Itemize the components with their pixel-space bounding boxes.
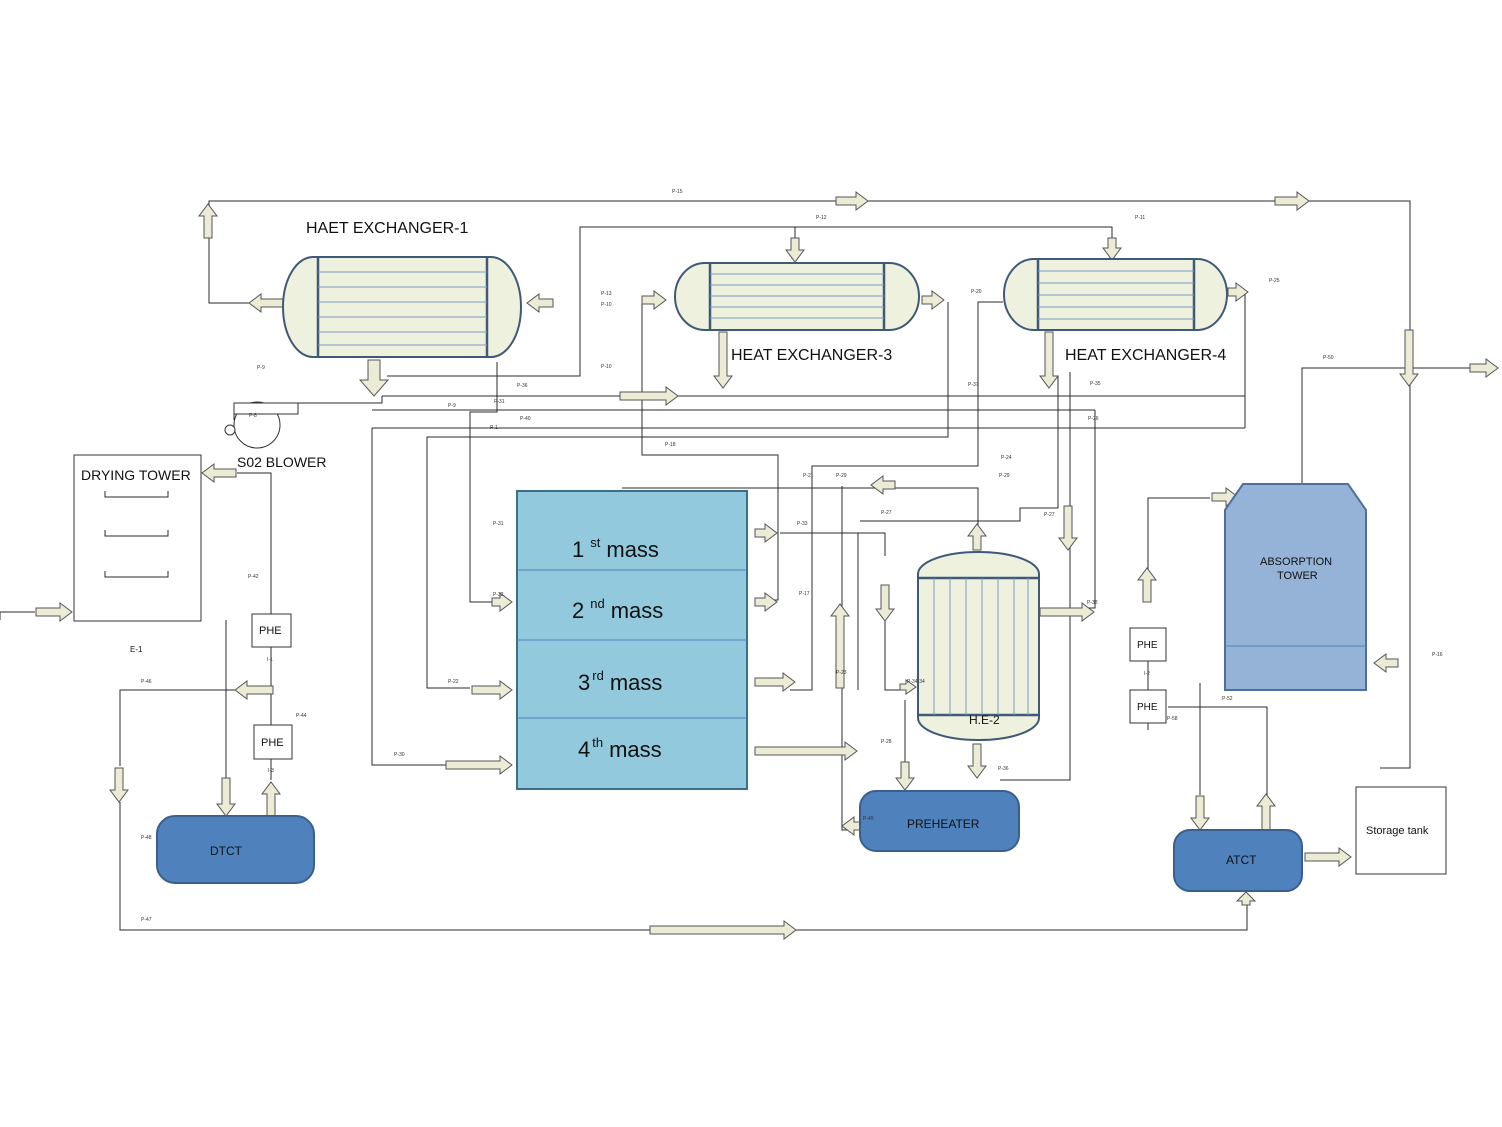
pipe-tag: P-30 (394, 752, 405, 758)
atct-label: ATCT (1226, 853, 1257, 867)
phe-box-4 (1129, 689, 1167, 724)
pipe-tag: I-1 (267, 657, 273, 663)
pipe-tag: P-50 (1323, 355, 1334, 361)
pipe-tag: P-11 (1135, 215, 1145, 221)
pipe-tag: P-26 (1088, 416, 1099, 422)
storage-tank-label: Storage tank (1366, 825, 1429, 837)
pipe-tag: P-37 (968, 382, 979, 388)
pipe-tag: P-36 (517, 383, 528, 389)
pipe-tag: P-40 (520, 416, 531, 422)
pipe-tag: I-2 (1144, 671, 1150, 677)
heat-exchanger-2 (917, 551, 1040, 741)
pipe-tag: P-1 (490, 425, 498, 431)
pipe-tag: P-8 (249, 413, 257, 419)
absorption-label-line1: ABSORPTION (1260, 556, 1332, 568)
pipe-tag: P-38 (1087, 600, 1098, 606)
storage-tank (1355, 786, 1447, 875)
pipe-tag: P-35 (1090, 381, 1101, 387)
phe-box-3 (1129, 627, 1167, 662)
absorption-label-line2: TOWER (1277, 570, 1318, 582)
flow-arrows (35, 191, 1499, 940)
pipe-tag: P-9 (257, 365, 265, 371)
so2-blower (224, 401, 299, 449)
converter (516, 490, 748, 790)
pipe-tag: P-58 (1167, 716, 1178, 722)
phe-box-1 (251, 613, 292, 648)
heat-exchanger-4 (1003, 258, 1228, 331)
hx1-label: HAET EXCHANGER-1 (306, 220, 469, 237)
pipe-tags: P-15 P-12 P-11 P-13 P-10 P-10 P-20 P-25 … (141, 189, 1443, 923)
pipe-tag: P-17 (799, 591, 810, 597)
heat-exchanger-3 (674, 262, 920, 331)
pipe-tag: P-15 (672, 189, 683, 195)
pipe-tag: I-3 (268, 768, 274, 774)
pipe-tag: P-20 (971, 289, 982, 295)
pipe-tag: P-46 (141, 679, 152, 685)
pipe-tag: P-27 (1044, 512, 1055, 518)
drying-tower (73, 454, 202, 622)
heat-exchanger-1 (282, 256, 522, 358)
pipe-tag: P-21 (803, 473, 814, 479)
pipe-tag: P-47 (141, 917, 152, 923)
pipe-tag: P-33 (797, 521, 808, 527)
pipe-tag: P-18 (665, 442, 676, 448)
atct-tank (1173, 829, 1303, 892)
pipe-tag: P-9 (448, 403, 456, 409)
pipe-tag: P-10 (601, 302, 612, 308)
pipe-tag: P-36 (998, 766, 1009, 772)
dtct-tank (156, 815, 315, 884)
pipe-tag: P-31 (494, 399, 505, 405)
pipe-tag: P-23 (836, 670, 847, 676)
pipe-tag: P-22 (448, 679, 459, 685)
absorption-tower (1224, 483, 1367, 691)
pipe-tag: P-24 (1001, 455, 1012, 461)
drying-tower-label: DRYING TOWER (81, 467, 191, 483)
phe-box-2 (253, 724, 293, 760)
blower-label: S02 BLOWER (237, 454, 326, 470)
pipe-tag: P-25 (1269, 278, 1280, 284)
pipe-tag: P-34-34 (907, 679, 925, 685)
pipe-tag: P-32 (493, 592, 504, 598)
pipe-tag: P-12 (816, 215, 827, 221)
phe-label-1: PHE (259, 625, 282, 637)
e1-label: E-1 (130, 645, 143, 654)
preheater-label: PREHEATER (907, 817, 980, 831)
pipe-tag: P-16 (1432, 652, 1443, 658)
pipe-tag: P-42 (248, 574, 259, 580)
dtct-label: DTCT (210, 844, 243, 858)
pipe-tag: P-29 (999, 473, 1010, 479)
hx3-label: HEAT EXCHANGER-3 (731, 347, 892, 364)
pipe-tag: P-44 (296, 713, 307, 719)
pipe-tag: P-28 (881, 739, 892, 745)
pipe-tag: P-29 (836, 473, 847, 479)
pipe-tag: P-31 (493, 521, 504, 527)
phe-label-3: PHE (1137, 640, 1158, 651)
he2-label: H.E-2 (969, 713, 1000, 727)
hx4-label: HEAT EXCHANGER-4 (1065, 347, 1226, 364)
pipe-tag: P-52 (1222, 696, 1233, 702)
phe-label-2: PHE (261, 737, 284, 749)
preheater-tank (859, 790, 1020, 852)
pipe-tag: P-48 (141, 835, 152, 841)
pipe-tag: P-10 (601, 364, 612, 370)
phe-label-4: PHE (1137, 702, 1158, 713)
pipe-tag: P-27 (881, 510, 892, 516)
pipe-tag: P-13 (601, 291, 612, 297)
pipe-tag: P-49 (863, 816, 874, 822)
